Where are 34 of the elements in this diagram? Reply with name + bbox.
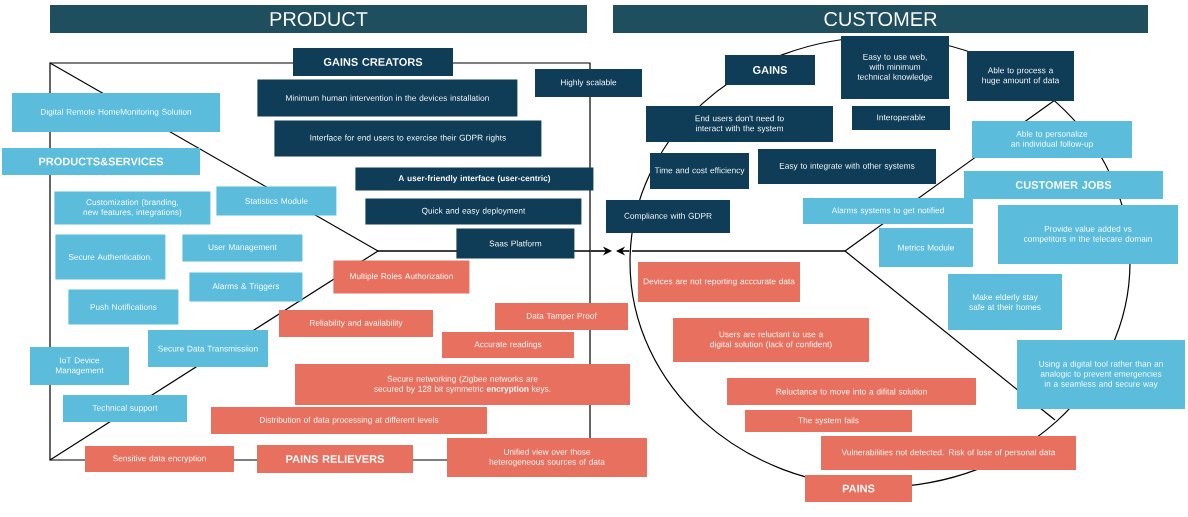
section-title: PRODUCTS&SERVICES (2, 148, 200, 175)
section-title: CUSTOMER JOBS (964, 171, 1163, 199)
job-box: Alarms & Triggers (189, 272, 303, 302)
gain-box: A user-friendly interface (user-centric) (355, 167, 594, 191)
job-box: Customization (branding, new features, integrations) (54, 191, 211, 225)
gain-box: Saas Platform (456, 228, 575, 259)
section-title: PAINS (805, 475, 912, 502)
job-box: Push Notifications (68, 289, 179, 325)
gain-box: Minimum human intervention in the devices installation (257, 79, 518, 117)
section-title: GAINS CREATORS (293, 48, 453, 76)
gain-box: Compliance with GDPR (606, 200, 730, 233)
gain-box: Able to process a huge amount of data (967, 51, 1074, 101)
node-label: Data Tamper Proof (526, 312, 597, 321)
job-box: Using a digital tool rather than an analogic to prevent emergencies in a seamless and secure way (1017, 340, 1185, 409)
section-header: PRODUCT (50, 5, 587, 33)
job-box: IoT Device Management (30, 347, 129, 385)
section-title: PAINS RELIEVERS (257, 445, 413, 473)
pain-box: Data Tamper Proof (495, 303, 628, 330)
job-box: Statistics Module (216, 186, 337, 216)
node-label: Accurate readings (474, 341, 542, 349)
job-box: Secure Authentication. (55, 234, 166, 280)
section-header: CUSTOMER (613, 5, 1148, 33)
gain-box: Highly scalable (535, 69, 642, 97)
job-box: Provide value added vs competitors in the telecare domain (998, 205, 1178, 264)
gain-box: Quick and easy deployment (365, 198, 582, 225)
gain-box: Interface for end users to exercise their GDPR rights (274, 120, 542, 157)
pain-box: Multiple Roles Authorization (333, 260, 470, 294)
node-label: Secure networking (Zigbee networks are secured by 128 bit symmetric encryption keys. (374, 375, 551, 394)
node-label: Distribution of data processing at different levels (260, 416, 439, 425)
job-box: User Management (182, 234, 303, 262)
pain-box: Unified view over those heterogeneous sources of data (447, 438, 647, 477)
pain-box: Secure networking (Zigbee networks are secured by 128 bit symmetric encryption keys. (295, 364, 630, 405)
pain-box: Sensitive data encryption (85, 446, 234, 472)
job-box: Digital Remote HomeMonitoring Solution (12, 93, 220, 132)
